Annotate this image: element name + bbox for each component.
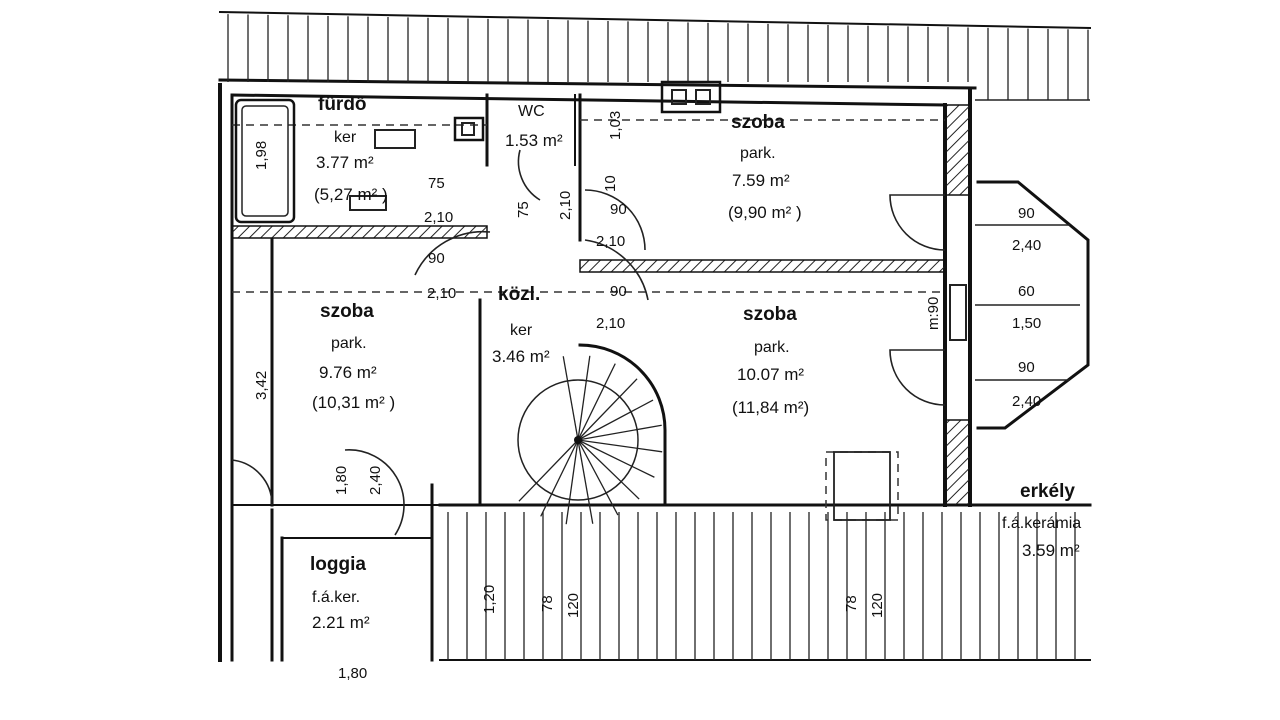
- loggia-name: loggia: [310, 554, 366, 575]
- dim-left-wall: 3,42: [253, 371, 270, 400]
- wc-name: WC: [518, 103, 545, 120]
- dim-roof-1: 1,20: [481, 585, 498, 614]
- room-center-area: 10.07 m²: [737, 365, 804, 384]
- room-center-area-alt: (11,84 m²): [732, 398, 809, 417]
- loggia-area: 2.21 m²: [312, 613, 370, 632]
- dimension-labels: 1,98 75 2,10 75 2,10 1,03 10 90 2,10 90 …: [253, 111, 1041, 682]
- room-balcony: erkély f.á.kerámia 3.59 m²: [1002, 481, 1081, 560]
- dim-win-a-h: 2,40: [1012, 237, 1041, 254]
- hall-area: 3.46 m²: [492, 347, 550, 366]
- balcony-openings: [949, 224, 1080, 381]
- dim-wc-window: 1,03: [607, 111, 624, 140]
- room-left-name: szoba: [320, 301, 374, 322]
- dim-wc-door-h: 2,10: [557, 191, 574, 220]
- bathroom-area-alt: (5,27 m² ): [314, 185, 388, 204]
- room-hall: közl. ker 3.46 m²: [492, 284, 550, 366]
- room-loggia: loggia f.á.ker. 2.21 m²: [310, 554, 370, 632]
- room-center-floor: park.: [754, 339, 790, 356]
- room-wc: WC 1.53 m²: [505, 103, 563, 150]
- hall-name: közl.: [498, 284, 540, 305]
- balcony-area: 3.59 m²: [1022, 541, 1080, 560]
- dim-roof-4: 78: [843, 595, 860, 612]
- room-center-name: szoba: [743, 304, 797, 325]
- skylight: [825, 451, 899, 521]
- dim-door-center-w: 90: [610, 283, 627, 300]
- dim-door-bath-h: 2,10: [424, 209, 453, 226]
- dim-roof-3: 120: [565, 593, 582, 618]
- bathroom-area: 3.77 m²: [316, 153, 374, 172]
- room-top-right-name: szoba: [731, 112, 785, 133]
- room-top-right-floor: park.: [740, 145, 776, 162]
- sink: [349, 129, 416, 211]
- doors: [231, 149, 946, 536]
- dim-bath-tub: 1,98: [253, 141, 270, 170]
- room-left-area: 9.76 m²: [319, 363, 377, 382]
- dim-door-center-h: 2,10: [596, 315, 625, 332]
- dim-loggia-door-w: 1,80: [333, 466, 350, 495]
- wc-area: 1.53 m²: [505, 131, 563, 150]
- dim-door-bath-w: 75: [428, 175, 445, 192]
- dim-door-left-w: 90: [428, 250, 445, 267]
- room-top-right-area: 7.59 m²: [732, 171, 790, 190]
- room-left-floor: park.: [331, 335, 367, 352]
- roof-top: [218, 10, 1092, 101]
- dim-door-top-h: 2,10: [596, 233, 625, 250]
- balcony-floor: f.á.kerámia: [1002, 515, 1081, 532]
- loggia-floor: f.á.ker.: [312, 589, 360, 606]
- room-top-right: szoba park. 7.59 m² (9,90 m² ): [728, 112, 802, 222]
- hall-floor: ker: [510, 322, 533, 339]
- room-bathroom: fürdő ker 3.77 m² (5,27 m² ): [314, 94, 388, 204]
- room-center: szoba park. 10.07 m² (11,84 m²): [732, 304, 809, 417]
- dim-loggia-door-h: 2,40: [367, 466, 384, 495]
- dim-win-c-h: 2,40: [1012, 393, 1041, 410]
- balcony-name: erkély: [1020, 481, 1075, 502]
- dim-roof-5: 120: [869, 593, 886, 618]
- dim-loggia-width: 1,80: [338, 665, 367, 682]
- dim-win-b-h: 1,50: [1012, 315, 1041, 332]
- room-left-area-alt: (10,31 m² ): [312, 393, 395, 412]
- bathroom-floor: ker: [334, 129, 357, 146]
- bathroom-name: fürdő: [318, 94, 367, 115]
- dim-win-a-w: 90: [1018, 205, 1035, 222]
- overhead-lines: [232, 119, 945, 293]
- dim-door-left-h: 2,10: [427, 285, 456, 302]
- dim-balcony-door: m:90: [925, 297, 942, 330]
- walls: [218, 83, 1090, 662]
- dim-win-c-w: 90: [1018, 359, 1035, 376]
- bathtub: [234, 98, 296, 224]
- room-left: szoba park. 9.76 m² (10,31 m² ): [312, 301, 395, 412]
- dim-roof-2: 78: [539, 595, 556, 612]
- dim-door-top-w: 90: [610, 201, 627, 218]
- roof-bottom: [438, 503, 1092, 661]
- spiral-stairs: [517, 343, 667, 525]
- dim-wc-door-w: 75: [515, 201, 532, 218]
- dim-top-room-win: 10: [602, 175, 619, 192]
- chimney: [453, 80, 722, 142]
- dim-win-b-w: 60: [1018, 283, 1035, 300]
- room-top-right-area-alt: (9,90 m² ): [728, 203, 802, 222]
